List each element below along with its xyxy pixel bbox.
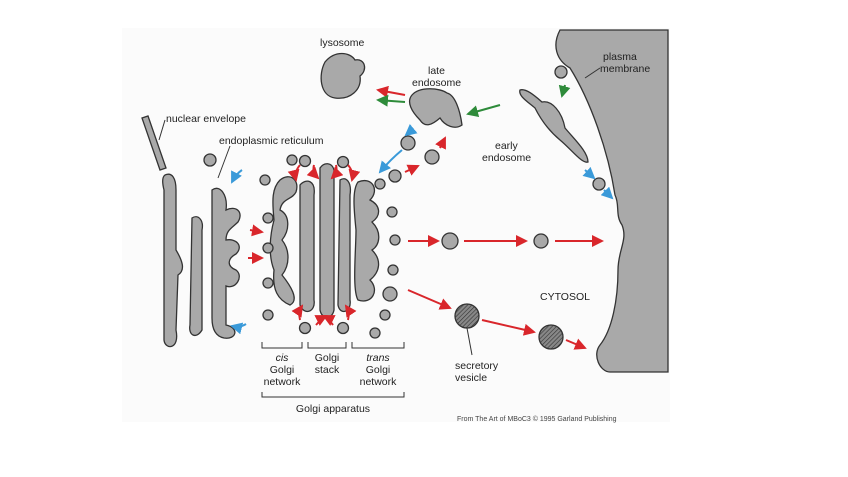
vesicle bbox=[533, 233, 549, 249]
lysosome-shape bbox=[320, 52, 366, 99]
vesicle bbox=[554, 65, 568, 79]
nuclear-envelope-label: nuclear envelope bbox=[166, 113, 246, 125]
endoplasmic-reticulum-label: endoplasmic reticulum bbox=[219, 135, 324, 147]
secretory-vesicle-label: vesicle bbox=[455, 372, 487, 384]
trans-golgi-label: trans bbox=[366, 352, 390, 364]
golgi-apparatus-label: Golgi apparatus bbox=[296, 403, 370, 415]
golgi-stack-label: Golgi bbox=[315, 352, 340, 364]
plasma-membrane-label: plasma bbox=[603, 51, 637, 63]
vesicle bbox=[441, 232, 459, 250]
arrows bbox=[230, 84, 614, 350]
early-endosome-label: endosome bbox=[482, 152, 531, 164]
early-endosome-label: early bbox=[495, 140, 519, 152]
endoplasmic-reticulum-shape bbox=[161, 153, 241, 348]
cis-golgi-label: cis bbox=[276, 352, 290, 364]
plasma-membrane-label: membrane bbox=[600, 63, 650, 75]
late-endosome-label: late bbox=[428, 65, 445, 77]
vesicle bbox=[424, 149, 440, 165]
secretory-vesicle-shape bbox=[454, 303, 480, 329]
cis-golgi-label: network bbox=[264, 376, 302, 388]
trans-golgi-label: Golgi bbox=[366, 364, 391, 376]
vesicle bbox=[400, 135, 416, 151]
trans-golgi-label: network bbox=[360, 376, 398, 388]
cis-golgi-label: Golgi bbox=[270, 364, 295, 376]
credit-text: From The Art of MBoC3 © 1995 Garland Pub… bbox=[457, 415, 617, 423]
early-endosome-shape bbox=[519, 89, 589, 163]
late-endosome-shape bbox=[408, 88, 463, 128]
cytosol-label: CYTOSOL bbox=[540, 291, 590, 303]
golgi-stack-label: stack bbox=[315, 364, 340, 376]
late-endosome-label: endosome bbox=[412, 77, 461, 89]
vesicle bbox=[592, 177, 606, 191]
vesicle bbox=[388, 169, 402, 183]
plasma-membrane-shape bbox=[555, 29, 669, 373]
secretory-vesicle-label: secretory bbox=[455, 360, 499, 372]
lysosome-label: lysosome bbox=[320, 37, 365, 49]
golgi-stack-shape bbox=[259, 154, 401, 339]
secretory-vesicle-shape bbox=[538, 324, 564, 350]
nuclear-envelope-shape bbox=[141, 115, 167, 171]
